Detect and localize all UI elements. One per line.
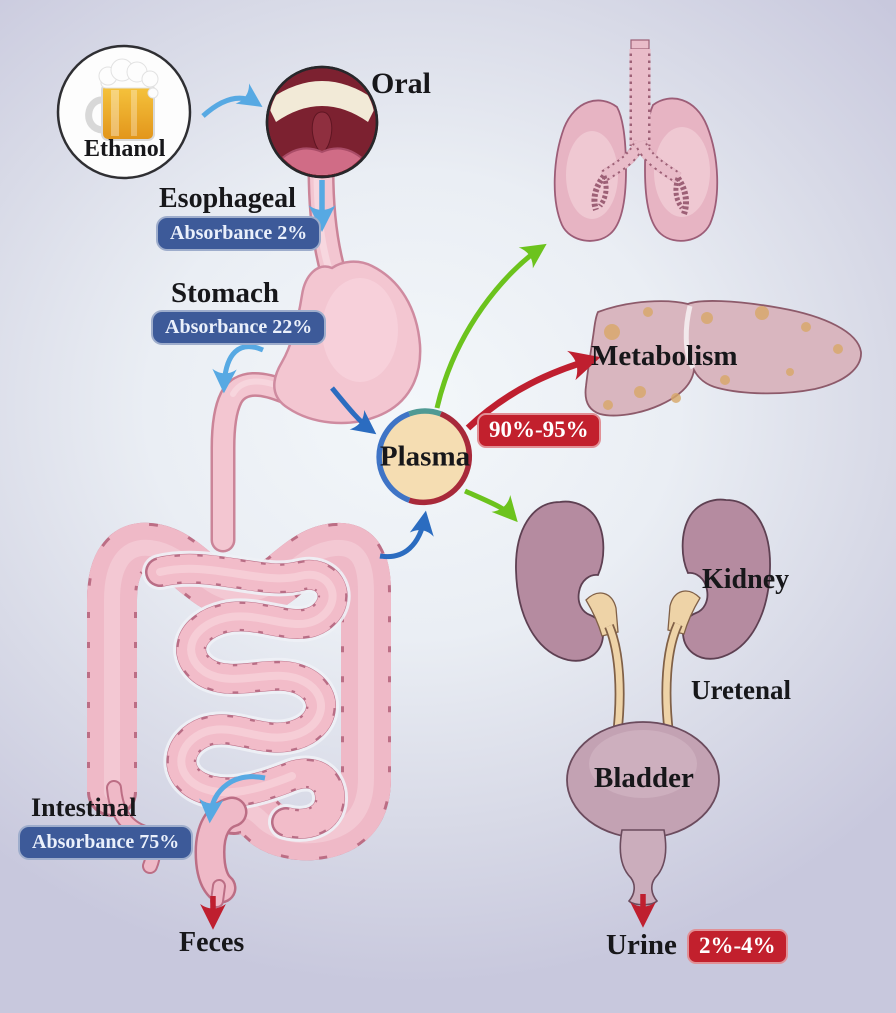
metabolism-label: Metabolism — [591, 340, 738, 372]
bladder-icon — [566, 721, 720, 906]
arrow-plasma-to-lungs — [434, 243, 547, 409]
bladder-label: Bladder — [594, 762, 694, 794]
arrow-plasma-to-kidney — [463, 488, 518, 523]
feces-label: Feces — [179, 927, 245, 958]
rectum-graphic — [194, 796, 248, 908]
intestinal-label: Intestinal — [31, 793, 137, 822]
stomach-absorbance-badge: Absorbance 22% — [151, 310, 327, 345]
mouth-icon — [265, 65, 379, 179]
urine-label: Urine — [606, 929, 677, 961]
intestine-icon — [87, 522, 391, 874]
kidneys-icon — [515, 498, 771, 662]
kidney-label: Kidney — [702, 564, 790, 595]
esophageal-label: Esophageal — [159, 183, 296, 214]
arrow-colon-flow — [199, 774, 266, 824]
flow-arrows — [199, 83, 656, 930]
arrow-duodenum-flow — [212, 344, 264, 394]
stomach-icon — [273, 260, 422, 425]
ethanol-label: Ethanol — [84, 136, 166, 162]
arrow-ethanol-to-oral — [201, 83, 263, 118]
intestinal-absorbance-badge: Absorbance 75% — [18, 825, 194, 860]
duodenum-graphic — [210, 371, 299, 553]
plasma-label: Plasma — [379, 440, 471, 473]
plasma-circle-icon — [376, 408, 473, 506]
stomach-label: Stomach — [171, 277, 279, 309]
lungs-icon — [553, 39, 719, 242]
arrow-intestine-to-plasma — [379, 510, 434, 560]
beer-mug-icon — [56, 44, 192, 180]
arrow-stomach-to-plasma — [330, 386, 377, 435]
liver-icon — [584, 300, 862, 417]
ureter-label: Uretenal — [691, 675, 791, 705]
ureter-icon — [585, 590, 701, 737]
oral-label: Oral — [371, 67, 431, 100]
esophageal-absorbance-badge: Absorbance 2% — [156, 216, 322, 251]
metabolism-percentage-badge: 90%-95% — [477, 413, 601, 448]
urine-percentage-badge: 2%-4% — [687, 929, 788, 964]
